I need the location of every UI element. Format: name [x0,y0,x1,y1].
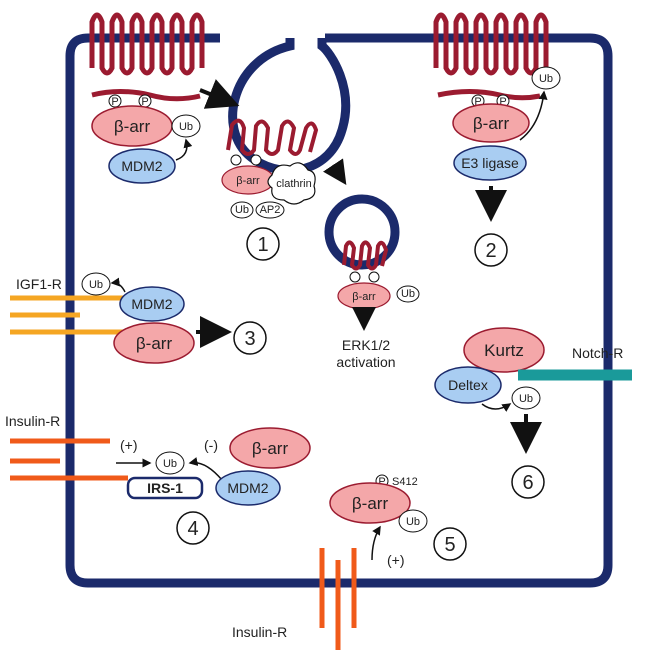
beta-arrestin-label: β-arr [352,291,376,303]
inhibition-arrow [188,457,223,481]
clathrin-cloud [267,162,316,205]
notch-r-label: Notch-R [572,345,623,361]
igf1r-label: IGF1-R [16,276,62,292]
mdm2-label: MDM2 [227,480,268,496]
phospho-label: P [474,96,481,108]
step-2-badge [474,233,508,267]
step-5-badge [433,527,467,561]
ub-node [155,451,185,475]
insulin-r-bottom-label: Insulin-R [232,624,287,640]
activation-label: activation [336,354,395,370]
irs1-label: IRS-1 [147,480,183,496]
clathrin-label: clathrin [276,178,311,190]
deltex-node [434,366,502,404]
step-6-badge [511,465,545,499]
beta-arrestin-label: β-arr [136,334,173,353]
beta-arrestin-node [229,427,311,469]
step-6-number: 6 [522,472,533,494]
phospho-label: P [141,96,148,108]
ub-label: Ub [179,121,193,133]
kurtz-label: Kurtz [484,341,524,360]
receptor-tail-1 [91,89,201,102]
mdm2-node [119,286,185,322]
gpcr-receptor-pit [226,118,319,156]
gpcr-receptor-endosome [342,240,389,271]
step-4-number: 4 [187,518,198,540]
deltex-label: Deltex [448,377,488,393]
ub-label: Ub [163,458,177,470]
beta-arrestin-label: β-arr [114,117,151,136]
ub-node [531,66,561,90]
mdm2-node [108,148,176,184]
plus-sign: (+) [387,552,405,568]
ub-label: Ub [519,393,533,405]
ub-transfer-arrow [175,138,193,161]
phospho-label: P [111,96,118,108]
beta-arrestin-label: β-arr [252,439,289,458]
ub-node [511,386,541,410]
mdm2-label: MDM2 [121,158,162,174]
insulin-r-left-label: Insulin-R [5,413,60,429]
receptor-tail-2 [437,89,541,101]
ub-label: Ub [406,516,420,528]
ub-transfer-arrow [110,277,126,293]
ap2-label: AP2 [260,204,281,216]
ub-node [396,285,420,303]
ub-node [171,114,201,138]
phospho-marker [230,154,242,166]
ub-label: Ub [235,204,249,216]
ub-transfer-arrow [481,403,512,412]
mdm2-label: MDM2 [131,296,172,312]
ub-label: Ub [89,279,103,291]
erk-label: ERK1/2 [342,337,390,353]
step-2-number: 2 [485,240,496,262]
step-5-number: 5 [444,534,455,556]
step-1-badge [246,227,280,261]
e3-ligase-label: E3 ligase [461,155,519,171]
phospho-marker [108,94,122,108]
ub-node [81,272,111,296]
phospho-label: P [378,476,385,488]
plus-sign: (+) [120,437,138,453]
step-4-badge [176,511,210,545]
step-1-number: 1 [257,234,268,256]
beta-arrestin-label: β-arr [352,494,389,513]
beta-arrestin-node [329,482,411,524]
ap2-node [255,201,285,219]
ub-release-arrow [519,90,548,141]
gpcr-receptor-1 [89,12,205,76]
minus-sign: (-) [204,437,218,453]
phospho-marker [250,154,262,166]
phospho-label: P [499,96,506,108]
irs1-box [126,476,204,500]
ub-node [230,201,254,219]
phospho-marker [368,271,380,283]
beta-arrestin-label: β-arr [236,175,260,187]
phospho-marker [349,271,361,283]
step-3-badge [233,321,267,355]
ub-label: Ub [401,288,415,300]
step-3-number: 3 [244,328,255,350]
internalization-arrow [199,79,240,109]
endocytosis-arrow [323,158,347,185]
insulin-activation-arrow [371,525,381,561]
beta-arrestin-node [113,322,195,364]
gpcr-receptor-2 [433,12,549,76]
ub-label: Ub [539,73,553,85]
ub-node [398,509,428,533]
e3-ligase-node [453,145,527,181]
kurtz-node [463,327,545,373]
s412-label: S412 [392,476,418,488]
mdm2-node [215,470,281,506]
beta-arrestin-node [452,103,530,143]
beta-arrestin-label: β-arr [473,114,510,133]
